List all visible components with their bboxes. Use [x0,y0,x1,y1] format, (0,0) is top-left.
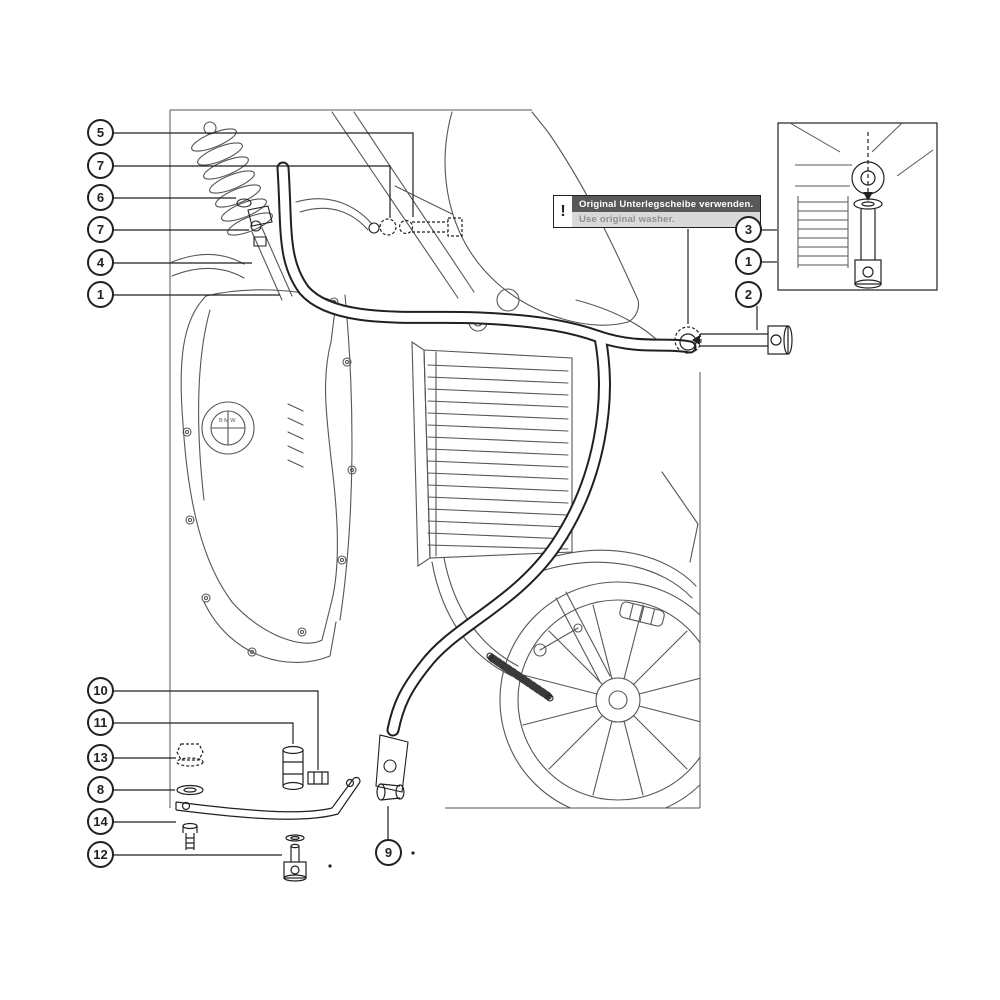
inset-bolt [854,209,882,289]
rear-wheel-sketch [499,581,700,808]
leader-7-upper [113,165,391,218]
fork-mount-hardware-sketch [236,198,273,247]
front-shock-spring-sketch [191,121,293,301]
inset-ribbed-boot [797,196,849,268]
callout-label: 9 [384,845,393,860]
crash-bar-tube [276,161,697,737]
callout-5: 5 [87,119,114,146]
callout-label: 12 [93,847,108,862]
warning-note-text: Original Unterlegscheibe verwenden. Use … [572,196,761,227]
callout-label: 1 [96,287,105,302]
callout-3: 3 [735,216,762,243]
lower-mount-strap [175,776,361,820]
callout-label: 7 [96,222,105,237]
rear-frame-sketch [537,471,699,683]
callout-label: 13 [93,750,108,765]
callout-1-right: 1 [735,248,762,275]
drawing-frame [169,109,701,809]
callout-label: 10 [93,683,108,698]
callout-label: 6 [96,190,105,205]
linkage-sketch [533,623,583,657]
callout-label: 3 [744,222,753,237]
leader-11 [113,722,294,744]
callout-label: 4 [96,255,105,270]
warning-note-english: Use original washer. [572,212,761,227]
exclamation-icon: ! [554,196,572,227]
callout-label: 14 [93,814,108,829]
front-fender-sketch [171,253,245,279]
warning-note-german: Original Unterlegscheibe verwenden. [572,196,761,212]
engine-roundel: BMW [201,401,255,455]
callout-9: 9 [375,839,402,866]
dot-mark [328,864,332,868]
callout-6: 6 [87,184,114,211]
bolt-12-assembly [283,834,307,882]
frame-tubes-sketch [331,111,665,349]
callout-label: 11 [93,715,108,730]
callout-10: 10 [87,677,114,704]
engine-badge-text: BMW [219,418,237,424]
callout-label: 1 [744,254,753,269]
flange-nut-13 [176,743,204,767]
warning-note: ! Original Unterlegscheibe verwenden. Us… [553,195,762,228]
original-washer-phantom [674,326,702,354]
leader-10 [113,690,319,770]
callout-14: 14 [87,808,114,835]
washer-8 [176,784,204,796]
callout-1-left: 1 [87,281,114,308]
callout-13: 13 [87,744,114,771]
leader-lines [113,132,777,856]
crash-bar-lower-bracket [375,734,409,793]
dot-mark [411,851,415,855]
callout-4: 4 [87,249,114,276]
callout-7-lower: 7 [87,216,114,243]
callout-label: 8 [96,782,105,797]
clutch-arm-sketch [295,198,380,234]
callout-12: 12 [87,841,114,868]
callout-8: 8 [87,776,114,803]
footpeg-sketch [619,601,665,627]
hardware-parts [175,217,793,882]
motorcycle-sketch: BMW [171,111,700,808]
callout-7-upper: 7 [87,152,114,179]
sidestand-spring-sketch [486,652,554,702]
callout-11: 11 [87,709,114,736]
spacer-11 [282,745,304,791]
screw-14 [182,822,198,850]
callout-label: 5 [96,125,105,140]
leader-5 [113,132,414,217]
callout-2: 2 [735,281,762,308]
hex-nut-10 [307,771,329,785]
engine-bolts-sketch [182,297,357,657]
detail-inset [777,122,938,291]
phantom-bolt-assembly-top [379,217,463,237]
bolt-2-assembly [674,325,793,355]
engine-cover-sketch [180,289,353,663]
callout-label: 2 [744,287,753,302]
callout-label: 7 [96,158,105,173]
inset-arrow [863,132,873,201]
roller-9 [376,783,405,801]
